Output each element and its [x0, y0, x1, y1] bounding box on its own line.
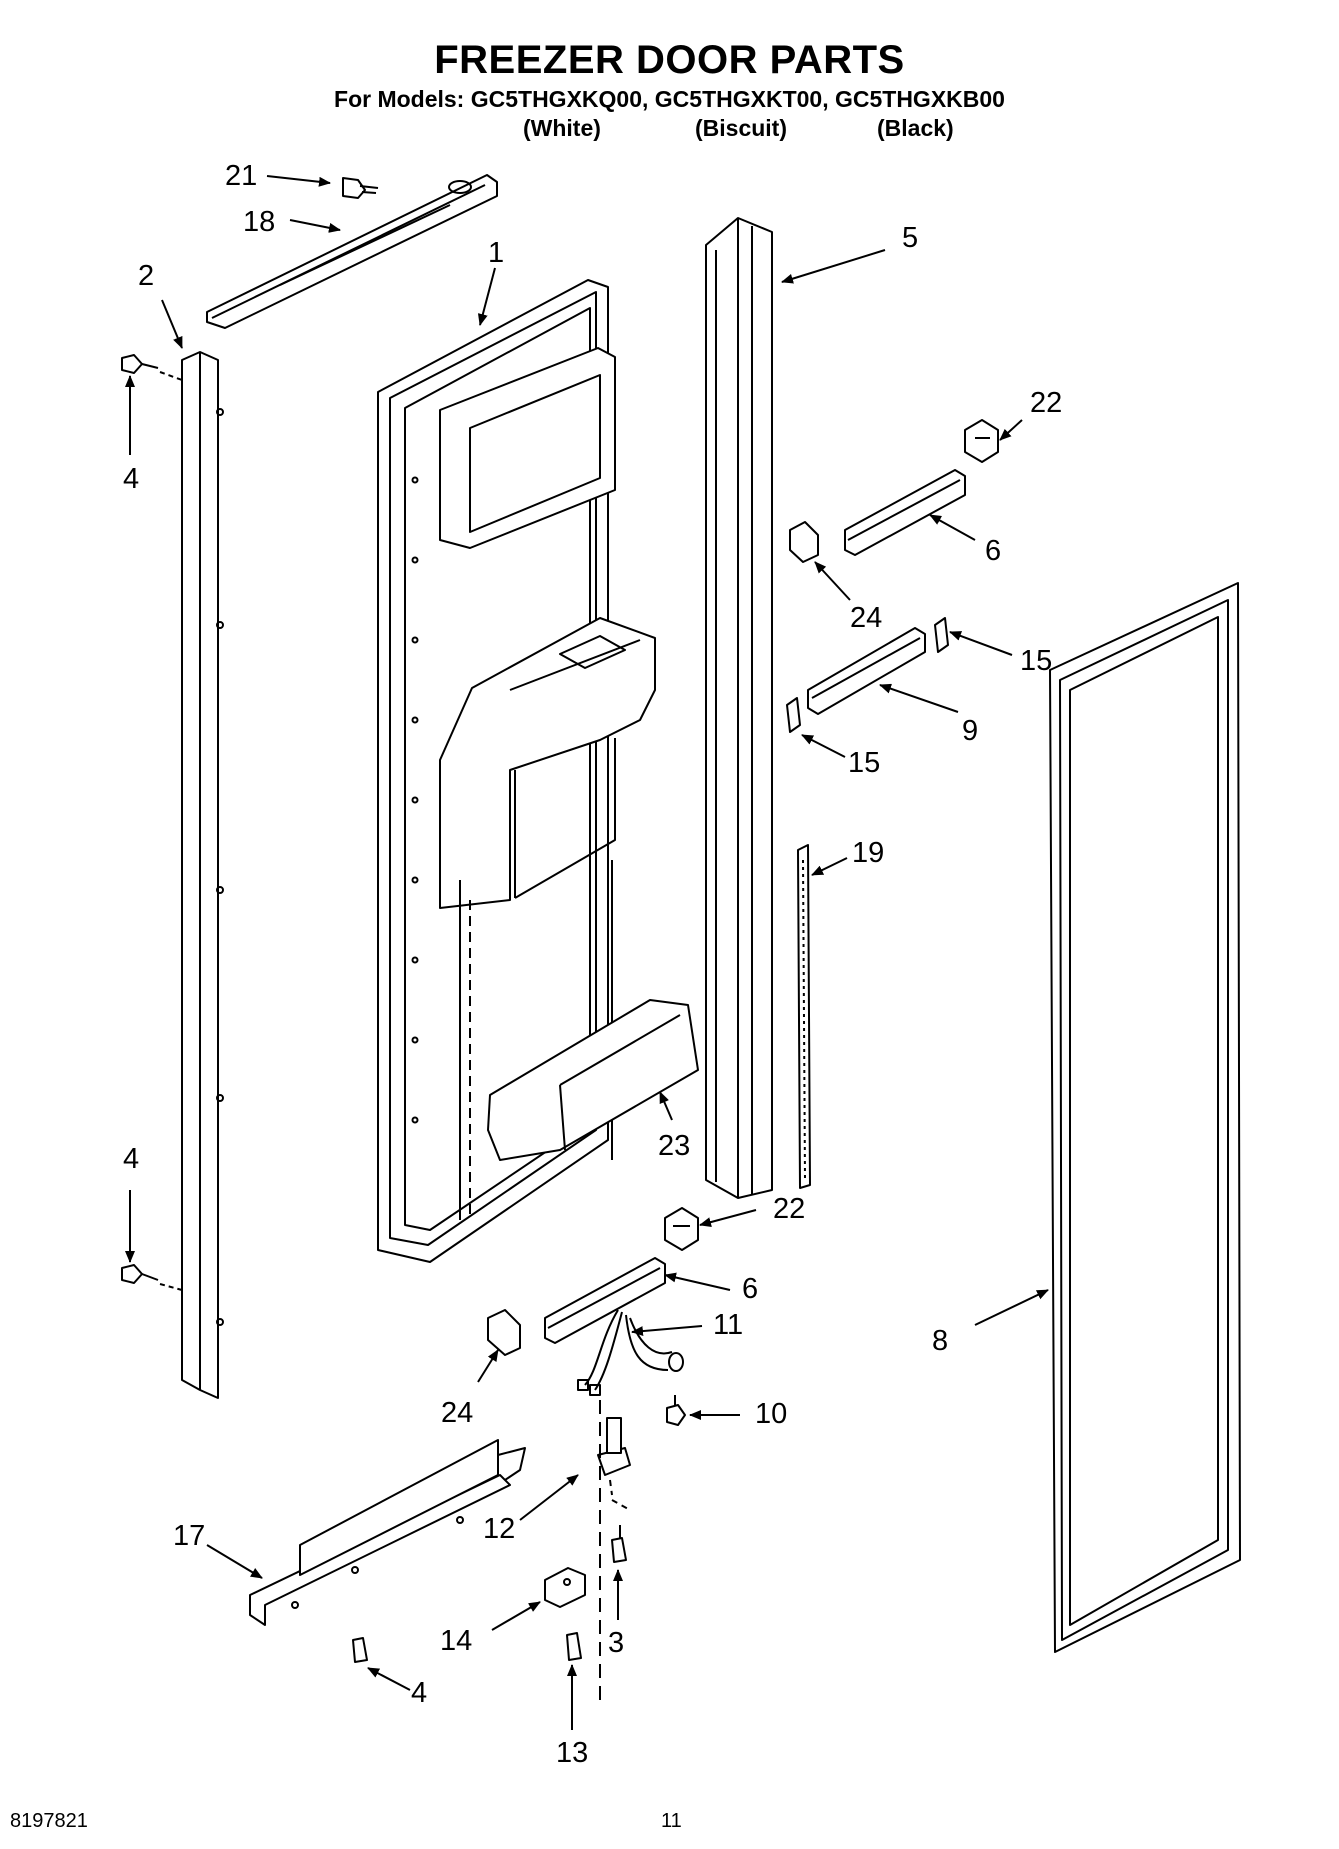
part-22-clip-upper: [964, 419, 999, 463]
callout-6-lower: 6: [742, 1273, 758, 1305]
callout-13: 13: [556, 1737, 588, 1769]
page-number: 11: [661, 1810, 682, 1832]
callout-19: 19: [852, 837, 884, 869]
page-title: FREEZER DOOR PARTS: [434, 38, 905, 82]
doc-number: 8197821: [10, 1810, 88, 1832]
callout-4-upper: 4: [123, 463, 139, 495]
callout-11: 11: [713, 1309, 743, 1341]
part-11-wire-harness: [577, 1309, 684, 1396]
part-22-clip-lower: [664, 1207, 699, 1251]
callout-10: 10: [755, 1398, 787, 1430]
callout-21: 21: [225, 160, 257, 192]
part-4-screw-lower: [121, 1264, 183, 1291]
callout-24-lower: 24: [441, 1397, 473, 1429]
part-24-clip-lower: [487, 1309, 521, 1356]
callout-4-lower: 4: [123, 1143, 139, 1175]
color-white: (White): [523, 115, 601, 141]
callout-9: 9: [962, 715, 978, 747]
callout-22-upper: 22: [1030, 387, 1062, 419]
callout-17: 17: [173, 1520, 205, 1552]
callout-1: 1: [488, 237, 504, 269]
part-3-screw: [611, 1525, 627, 1563]
part-24-clip-upper: [789, 521, 819, 563]
part-6-rail-lower: [544, 1257, 666, 1344]
part-10-screw: [666, 1395, 686, 1426]
part-6-rail-upper: [844, 469, 966, 556]
callout-24-upper: 24: [850, 602, 882, 634]
part-12-hinge-pin: [597, 1400, 631, 1700]
callout-18: 18: [243, 206, 275, 238]
callout-22-lower: 22: [773, 1193, 805, 1225]
color-black: (Black): [877, 115, 954, 141]
callout-23: 23: [658, 1130, 690, 1162]
callout-15-lower: 15: [848, 747, 880, 779]
part-23-door-bin: [487, 999, 699, 1161]
part-14-bushing: [544, 1567, 586, 1608]
callout-3: 3: [608, 1627, 624, 1659]
part-4-screw-upper: [121, 354, 183, 381]
part-2-side-trim: [181, 351, 224, 1399]
callout-5: 5: [902, 222, 918, 254]
part-21-screw: [342, 177, 379, 199]
part-1-door-liner: [377, 279, 656, 1263]
callout-15-upper: 15: [1020, 645, 1052, 677]
part-18-top-cover: [206, 174, 498, 329]
models-line: For Models: GC5THGXKQ00, GC5THGXKT00, GC…: [334, 86, 1005, 112]
part-5-vertical-trim: [705, 217, 773, 1199]
callout-6-upper: 6: [985, 535, 1001, 567]
callout-12: 12: [483, 1513, 515, 1545]
callout-2: 2: [138, 260, 154, 292]
part-19-strip: [797, 844, 811, 1189]
part-8-gasket-frame: [1049, 582, 1241, 1653]
part-9-rail: [807, 627, 926, 715]
part-15-cap-lower: [786, 697, 801, 733]
part-17-bottom-hinge: [249, 1439, 526, 1626]
callout-4-bottom: 4: [411, 1677, 427, 1709]
part-13-screw: [566, 1632, 582, 1661]
part-15-cap-upper: [934, 617, 949, 653]
color-biscuit: (Biscuit): [695, 115, 787, 141]
callout-8: 8: [932, 1325, 948, 1357]
part-4-screw-bottom: [352, 1637, 368, 1663]
callout-14: 14: [440, 1625, 472, 1657]
